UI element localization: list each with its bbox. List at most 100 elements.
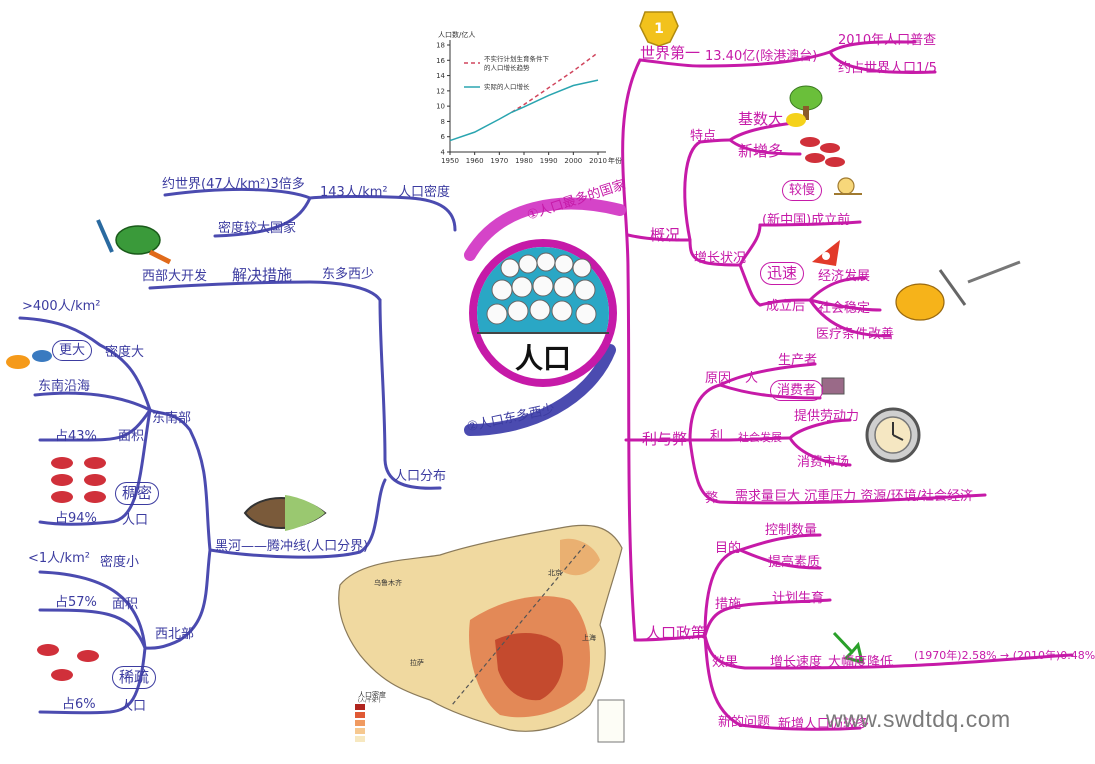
growth-rates: (1970年)2.58% → (2010年)0.48% xyxy=(914,649,1095,662)
new-pop: 新增人口仍较多 xyxy=(778,717,870,732)
improve-quality: 提高素质 xyxy=(768,555,821,570)
density-label: 人口密度 xyxy=(398,185,451,200)
left-branch-lines xyxy=(18,187,457,715)
after-prc: 成立后 xyxy=(766,299,806,314)
map-city-urumqi: 乌鲁木齐 xyxy=(374,578,402,587)
econ-dev: 经济发展 xyxy=(818,269,871,284)
consumer: 消费者 xyxy=(770,380,824,401)
chart-x-tick-label: 1970 xyxy=(490,157,508,165)
south-sea-inset xyxy=(597,699,625,743)
chick-with-tools-icon xyxy=(895,260,1021,321)
se-area: 面积 xyxy=(118,429,145,444)
larger: 更大 xyxy=(52,340,93,361)
con-detail: 需求量巨大 沉重压力 资源/环境/社会经济 xyxy=(735,489,974,504)
nw-density: 密度小 xyxy=(100,555,140,570)
se-pop-pct: 占94% xyxy=(55,511,97,526)
center-title: 人口 xyxy=(515,342,571,375)
chart-series-line-1 xyxy=(449,79,599,142)
nw-pop-pct: 占6% xyxy=(62,697,96,712)
chart-x-axis-label: 年份 xyxy=(608,156,622,165)
chart-y-tick-label: 10 xyxy=(436,103,445,111)
southeast: 东南部 xyxy=(152,411,192,426)
wallet-icon xyxy=(821,377,845,395)
chart-y-axis-label: 人口数/亿人 xyxy=(438,30,475,39)
medal-icon: 1 xyxy=(639,11,679,47)
chart-legend-label: 实际的人口增长 xyxy=(484,82,530,91)
policy: 人口政策 xyxy=(646,624,707,642)
lips-icons-southeast xyxy=(51,457,106,503)
lips-icons-right xyxy=(800,137,845,167)
map-city-beijing: 北京 xyxy=(548,568,562,577)
se-dense: 稠密 xyxy=(115,482,160,505)
chart-y-tick-label: 16 xyxy=(436,57,445,65)
chart-y-tick-label: 14 xyxy=(436,72,445,80)
tree-duck-icon xyxy=(786,85,823,127)
se-density: 密度大 xyxy=(105,345,145,360)
snail-icon xyxy=(834,177,862,195)
chart-y-tick-label: 8 xyxy=(441,118,445,126)
west-dev: 西部大开发 xyxy=(142,269,208,284)
family-planning: 计划生育 xyxy=(772,591,825,606)
census-2010: 2010年人口普查 xyxy=(838,33,937,48)
reason: 原因 xyxy=(705,371,732,386)
svg-text:1: 1 xyxy=(654,21,664,37)
big-drop: 大幅度降低 xyxy=(828,655,894,670)
arrow-branch-2 xyxy=(464,344,616,436)
nw-density-val: <1人/km² xyxy=(28,551,90,566)
nw-pop: 人口 xyxy=(120,699,147,714)
dense-country: 密度较大国家 xyxy=(218,221,297,236)
chart-x-tick-label: 1950 xyxy=(441,157,459,165)
map-legend-title: 人口密度 xyxy=(358,690,386,699)
distribution: 人口分布 xyxy=(394,469,447,484)
chart-legend-label: 的人口增长趋势 xyxy=(484,63,530,72)
watermark: www.swdtdq.com xyxy=(826,706,1011,732)
down-arrow-icon xyxy=(832,631,865,665)
chart-y-tick-label: 18 xyxy=(436,42,445,50)
chart-x-tick-label: 2010 xyxy=(589,157,607,165)
pro: 利 xyxy=(710,429,724,444)
rocket-icon xyxy=(812,240,840,266)
fish-icon xyxy=(6,350,52,369)
overview: 概况 xyxy=(650,226,681,244)
measure: 措施 xyxy=(715,597,742,612)
se-density-val: >400人/km² xyxy=(22,299,101,314)
people: 人 xyxy=(745,371,759,386)
world-one-fifth: 约占世界人口1/5 xyxy=(838,61,937,76)
effect: 效果 xyxy=(712,655,739,670)
chart-x-tick-label: 1990 xyxy=(540,157,558,165)
watch-icon xyxy=(865,407,921,463)
chart-legend-label: 不实行计划生育条件下 xyxy=(484,54,550,63)
chart-x-tick-label: 2000 xyxy=(564,157,582,165)
se-pop: 人口 xyxy=(122,513,149,528)
map-legend-unit: (人/千米²) xyxy=(358,697,381,704)
lips-icon-divider xyxy=(243,495,327,531)
world-first: 世界第一 xyxy=(640,44,701,62)
chart-y-tick-label: 12 xyxy=(436,87,445,95)
nw-area-pct: 占57% xyxy=(55,595,97,610)
chart-x-tick-label: 1980 xyxy=(515,157,533,165)
shovel-watermelon-icon xyxy=(96,219,172,265)
producer: 生产者 xyxy=(778,353,818,368)
crowd-icon xyxy=(486,252,597,325)
slow: 较慢 xyxy=(782,180,823,201)
chart-x-tick-label: 1960 xyxy=(466,157,484,165)
goal: 目的 xyxy=(715,541,742,556)
market: 消费市场 xyxy=(797,455,850,470)
growth-status: 增长状况 xyxy=(694,251,747,266)
pop-1340: 13.40亿(除港澳台) xyxy=(705,49,818,64)
china-population-map xyxy=(338,524,625,743)
lips-icons-northwest xyxy=(37,644,99,681)
nw-sparse: 稀疏 xyxy=(112,666,157,689)
medical: 医疗条件改善 xyxy=(816,327,895,342)
map-city-lhasa: 拉萨 xyxy=(410,658,424,667)
solve: 解决措施 xyxy=(232,266,293,284)
social-dev: 社会发展 xyxy=(738,431,782,444)
world-3x: 约世界(47人/km²)3倍多 xyxy=(162,177,305,192)
map-city-shanghai: 上海 xyxy=(582,633,596,642)
northwest: 西北部 xyxy=(155,627,195,642)
new-growth: 新增多 xyxy=(738,142,784,160)
heihe-line: 黑河——腾冲线(人口分界) xyxy=(215,539,369,554)
chart-y-tick-label: 6 xyxy=(441,133,446,141)
